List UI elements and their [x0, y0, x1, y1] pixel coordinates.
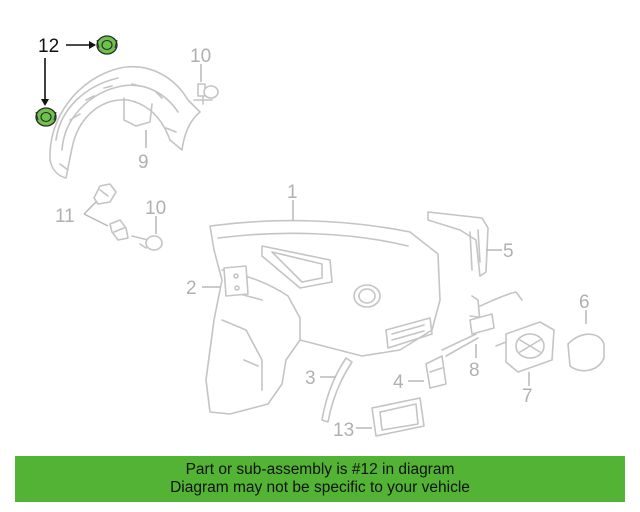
callout-1: 1 — [287, 182, 298, 203]
part-1-quarter-panel — [205, 219, 441, 415]
part-12-grommet-top — [96, 35, 118, 55]
leader-11 — [83, 201, 109, 227]
part-13-fuel-door-box — [371, 397, 425, 437]
part-2-bracket — [223, 265, 249, 297]
callout-9: 9 — [138, 152, 149, 173]
part-11-clip-upper — [93, 183, 117, 205]
callout-10-middle: 10 — [145, 198, 166, 219]
leader-12-arrowhead-down — [41, 99, 49, 106]
part-7-fuel-filler-housing — [495, 321, 555, 373]
leader-12-arrowhead-right — [89, 41, 96, 49]
callout-11: 11 — [55, 206, 75, 227]
callout-3: 3 — [305, 368, 316, 389]
callout-7: 7 — [522, 386, 533, 407]
part-12-grommet-left — [35, 107, 57, 127]
part-9-fender-liner — [49, 66, 201, 179]
part-10-screw-top — [193, 83, 219, 105]
part-5-reinforcement — [427, 211, 489, 277]
part-11-clip-lower — [109, 219, 129, 241]
callout-12: 12 — [38, 36, 59, 57]
callout-8: 8 — [469, 360, 480, 381]
part-8-fuel-door-opener — [441, 291, 523, 357]
part-3-trim-strip — [321, 357, 353, 423]
part-4-bracket — [425, 355, 447, 389]
part-10-screw-middle — [131, 235, 163, 251]
callout-5: 5 — [503, 241, 514, 262]
info-banner: Part or sub-assembly is #12 in diagram D… — [15, 456, 625, 502]
banner-line-1: Part or sub-assembly is #12 in diagram — [185, 461, 455, 478]
part-6-fuel-door — [567, 333, 605, 372]
callout-13: 13 — [333, 420, 354, 441]
callout-6: 6 — [579, 292, 590, 313]
callout-4: 4 — [393, 372, 404, 393]
callout-10-top: 10 — [190, 46, 211, 67]
banner-line-2: Diagram may not be specific to your vehi… — [170, 479, 470, 496]
parts-diagram: 9 12 10 11 10 — [35, 35, 605, 441]
callout-2: 2 — [186, 278, 197, 299]
